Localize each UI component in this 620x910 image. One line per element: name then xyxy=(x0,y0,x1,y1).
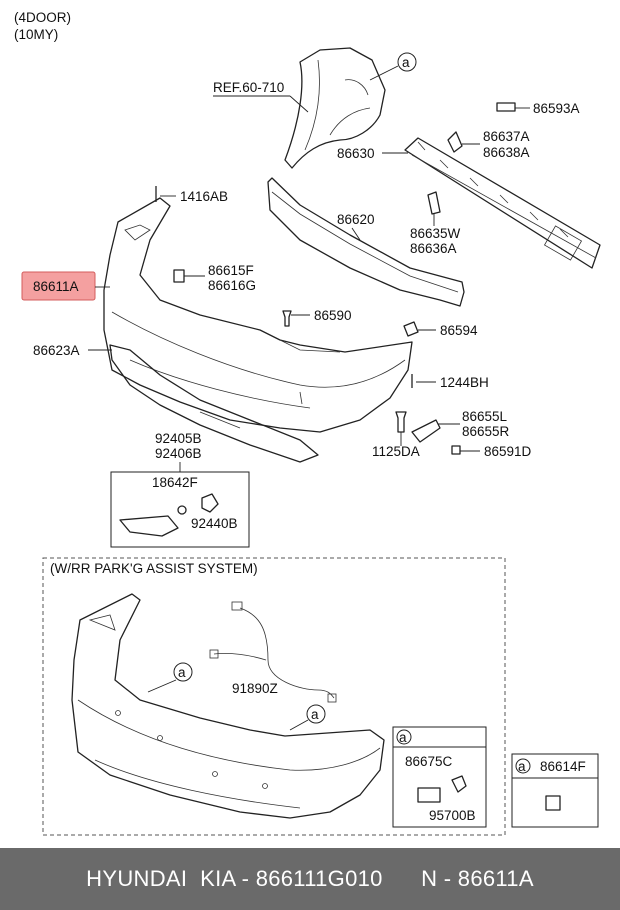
subbox-a-86614F xyxy=(511,753,599,828)
part-86620-absorber xyxy=(267,177,465,307)
label-18642F: 18642F xyxy=(152,475,198,490)
label-1244BH: 1244BH xyxy=(440,375,489,390)
part-91890Z-harness xyxy=(209,601,337,703)
subbox-a-sensor xyxy=(392,726,487,828)
label-park-assist: (W/RR PARK'G ASSIST SYSTEM) xyxy=(50,561,258,576)
park-assist-dashed-box xyxy=(42,557,506,836)
part-86590 xyxy=(282,310,292,327)
part-86591D xyxy=(451,445,461,455)
part-95700B-sensor xyxy=(451,775,467,793)
label-ref-60-710: REF.60-710 xyxy=(213,80,284,95)
label-86635W: 86635W xyxy=(410,226,461,241)
label-86591D: 86591D xyxy=(484,444,532,459)
part-86655L xyxy=(411,419,441,443)
label-86593A: 86593A xyxy=(533,101,580,116)
label-86611A: 86611A xyxy=(33,279,79,294)
footer-text: HYUNDAI KIA - 866111G010 N - 86611A xyxy=(86,866,534,891)
part-86637A xyxy=(447,131,463,153)
part-86593A xyxy=(496,102,516,112)
part-86614F xyxy=(545,795,561,811)
header-10my: (10MY) xyxy=(14,27,58,42)
part-86611A-bumper-cover xyxy=(103,197,413,433)
label-86615F: 86615F xyxy=(208,263,254,278)
footer-bar: HYUNDAI KIA - 866111G010 N - 86611A xyxy=(0,848,620,910)
part-86630-beam xyxy=(404,137,601,269)
label-86590: 86590 xyxy=(314,308,352,323)
part-86635W xyxy=(427,191,441,215)
callout-a-circle-1 xyxy=(397,52,417,72)
label-86594: 86594 xyxy=(440,323,478,338)
callout-a-label-2: a xyxy=(178,665,186,680)
callout-a-circle-2 xyxy=(173,662,193,682)
label-86655L: 86655L xyxy=(462,409,508,424)
park-assist-bumper-drawing xyxy=(71,593,385,819)
label-86623A: 86623A xyxy=(33,343,80,358)
label-91890Z: 91890Z xyxy=(232,681,278,696)
reflector-box xyxy=(110,471,250,548)
callout-a-circle-3 xyxy=(306,704,326,724)
part-1125DA xyxy=(395,411,407,433)
label-86630: 86630 xyxy=(337,146,375,161)
callout-a-label-3: a xyxy=(311,707,319,722)
label-86655R: 86655R xyxy=(462,424,510,439)
label-86637A: 86637A xyxy=(483,129,530,144)
label-86614F: 86614F xyxy=(540,759,586,774)
label-86611A-highlight xyxy=(21,271,96,301)
part-reflector-lamp xyxy=(119,515,179,537)
part-86675C-bracket xyxy=(417,787,441,803)
label-92406B: 92406B xyxy=(155,446,202,461)
part-86594 xyxy=(403,321,419,337)
label-86620: 86620 xyxy=(337,212,375,227)
subbox-a-callout: a xyxy=(399,730,407,745)
subbox-b-callout: a xyxy=(518,759,526,774)
part-86615F xyxy=(173,269,185,283)
label-92405B: 92405B xyxy=(155,431,202,446)
label-1416AB: 1416AB xyxy=(180,189,228,204)
part-86623A-lower-trim xyxy=(109,344,319,463)
label-95700B: 95700B xyxy=(429,808,476,823)
part-92440B-socket xyxy=(201,493,219,513)
header-4door: (4DOOR) xyxy=(14,10,71,25)
label-1125DA: 1125DA xyxy=(372,444,420,459)
parts-diagram: (4DOOR) (10MY) a REF.60-710 86593A 86637… xyxy=(14,10,601,836)
label-86638A: 86638A xyxy=(483,145,530,160)
label-86636A: 86636A xyxy=(410,241,457,256)
callout-a-label-1: a xyxy=(402,55,410,70)
part-18642F-bulb xyxy=(177,505,187,515)
label-86675C: 86675C xyxy=(405,754,453,769)
label-92440B: 92440B xyxy=(191,516,238,531)
label-86616G: 86616G xyxy=(208,278,256,293)
